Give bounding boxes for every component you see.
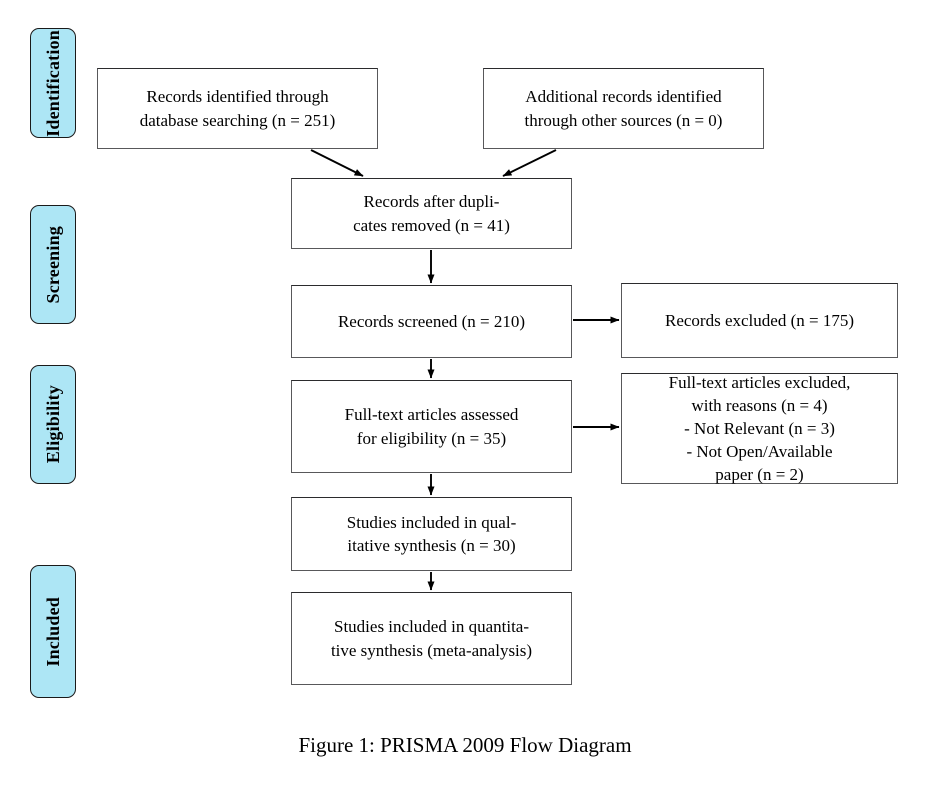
box-fulltext-excluded-with-reasons: Full-text articles excluded, with reason… <box>621 373 898 484</box>
box-records-after-duplicates-removed-text: Records after dupli- cates removed (n = … <box>353 192 510 235</box>
stage-pill-screening: Screening <box>30 205 76 324</box>
box-qualitative-synthesis-text: Studies included in qual- itative synthe… <box>346 512 517 555</box>
box-quantitative-synthesis-text: Studies included in quantita- tive synth… <box>330 617 533 660</box>
box-records-screened-text: Records screened (n = 210) <box>337 311 526 331</box>
stage-pill-included: Included <box>30 565 76 698</box>
stage-label-eligibility: Eligibility <box>43 385 63 464</box>
box-records-screened: Records screened (n = 210) <box>291 285 572 358</box>
figure-caption: Figure 1: PRISMA 2009 Flow Diagram <box>298 733 632 757</box>
box-qualitative-synthesis: Studies included in qual- itative synthe… <box>291 497 572 571</box>
box-additional-records-other-sources: Additional records identified through ot… <box>483 68 764 149</box>
box-records-excluded-text: Records excluded (n = 175) <box>665 310 854 330</box>
arrow-identified-database-to-duplicates <box>310 149 364 177</box>
box-records-excluded: Records excluded (n = 175) <box>621 283 898 358</box>
box-fulltext-assessed: Full-text articles assessed for eligibil… <box>291 380 572 473</box>
box-fulltext-assessed-text: Full-text articles assessed for eligibil… <box>344 405 519 448</box>
box-records-identified-database: Records identified through database sear… <box>97 68 378 149</box>
stage-pill-identification: Identification <box>30 28 76 138</box>
stage-pill-eligibility: Eligibility <box>30 365 76 484</box>
stage-label-included: Included <box>43 596 63 667</box>
box-quantitative-synthesis: Studies included in quantita- tive synth… <box>291 592 572 685</box>
arrow-identified-other-to-duplicates <box>502 149 557 177</box>
box-fulltext-excluded-with-reasons-text: Full-text articles excluded, with reason… <box>668 372 851 485</box>
stage-label-screening: Screening <box>43 225 63 304</box>
box-additional-records-other-sources-text: Additional records identified through ot… <box>524 87 723 130</box>
box-records-identified-database-text: Records identified through database sear… <box>139 87 336 130</box>
box-records-after-duplicates-removed: Records after dupli- cates removed (n = … <box>291 178 572 249</box>
stage-label-identification: Identification <box>43 29 63 137</box>
